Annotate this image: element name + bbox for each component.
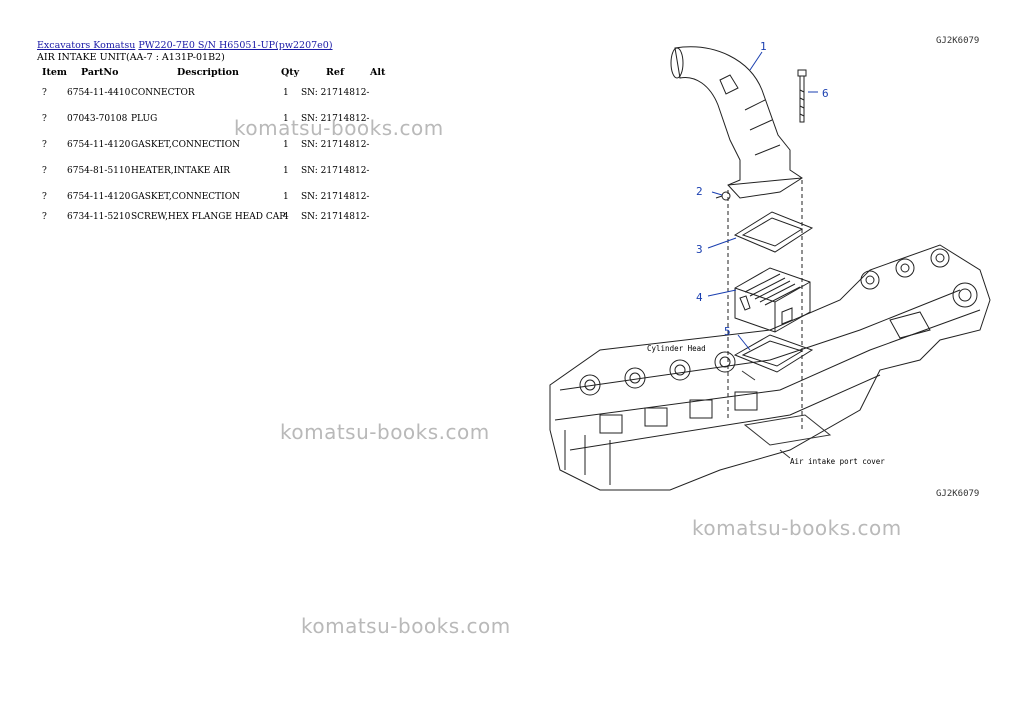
row-description: PLUG (131, 114, 158, 124)
row-qty: 4 (283, 212, 289, 222)
row-partno: 6754-11-4120 (67, 140, 131, 150)
row-qty: 1 (283, 192, 289, 202)
row-partno: 6754-81-5110 (67, 166, 131, 176)
column-header-description: Description (177, 67, 239, 78)
connector-drawing (670, 46, 803, 199)
callout-4: 4 (696, 291, 703, 304)
bolt-drawing (797, 69, 807, 123)
row-qty: 1 (283, 88, 289, 98)
column-header-ref: Ref (326, 67, 345, 78)
row-ref: SN: 21714812- (301, 140, 370, 150)
diagram-code-bottom: GJ2K6079 (936, 489, 979, 499)
column-header-item: Item (42, 67, 67, 78)
cylinder-head-drawing (549, 244, 991, 491)
column-header-qty: Qty (281, 67, 300, 78)
label-cylinder-head: Cylinder Head (647, 344, 706, 353)
breadcrumb-link-category[interactable]: Excavators Komatsu (37, 40, 136, 51)
section-title: AIR INTAKE UNIT(AA-7 : A131P-01B2) (37, 52, 225, 63)
row-description: HEATER,INTAKE AIR (131, 166, 231, 176)
row-description: GASKET,CONNECTION (131, 140, 240, 150)
row-ref: SN: 21714812- (301, 114, 370, 124)
callout-3: 3 (696, 243, 703, 256)
row-partno: 07043-70108 (67, 114, 128, 124)
watermark: komatsu-books.com (301, 614, 511, 638)
row-description: SCREW,HEX FLANGE HEAD CAP (131, 212, 286, 222)
watermark: komatsu-books.com (692, 516, 902, 540)
heater-drawing (734, 267, 811, 333)
column-header-partno: PartNo (81, 67, 119, 78)
callout-6: 6 (822, 87, 829, 100)
row-qty: 1 (283, 114, 289, 124)
row-item: ? (42, 166, 47, 176)
breadcrumb: Excavators Komatsu PW220-7E0 S/N H65051-… (37, 40, 333, 51)
row-partno: 6754-11-4120 (67, 192, 131, 202)
row-partno: 6734-11-5210 (67, 212, 131, 222)
parts-diagram: 1 2 3 4 5 6 Cylinder Head Air intake por… (549, 36, 991, 499)
row-ref: SN: 21714812- (301, 212, 370, 222)
row-ref: SN: 21714812- (301, 192, 370, 202)
callout-5: 5 (724, 325, 731, 338)
plug-drawing (715, 191, 731, 201)
watermark: komatsu-books.com (280, 420, 490, 444)
gasket-upper-drawing (733, 211, 814, 253)
row-item: ? (42, 212, 47, 222)
row-partno: 6754-11-4410 (67, 88, 131, 98)
gasket-lower-drawing (733, 334, 814, 373)
row-description: CONNECTOR (131, 88, 195, 98)
row-ref: SN: 21714812- (301, 88, 370, 98)
row-ref: SN: 21714812- (301, 166, 370, 176)
row-item: ? (42, 140, 47, 150)
row-item: ? (42, 114, 47, 124)
row-item: ? (42, 192, 47, 202)
diagram-code-top: GJ2K6079 (936, 36, 979, 46)
label-air-intake-port-cover: Air intake port cover (790, 457, 885, 466)
row-item: ? (42, 88, 47, 98)
row-qty: 1 (283, 166, 289, 176)
row-qty: 1 (283, 140, 289, 150)
callout-2: 2 (696, 185, 703, 198)
row-description: GASKET,CONNECTION (131, 192, 240, 202)
callout-1: 1 (760, 40, 767, 53)
watermark: komatsu-books.com (234, 116, 444, 140)
breadcrumb-link-model[interactable]: PW220-7E0 S/N H65051-UP(pw2207e0) (138, 40, 333, 51)
column-header-alt: Alt (370, 67, 386, 78)
